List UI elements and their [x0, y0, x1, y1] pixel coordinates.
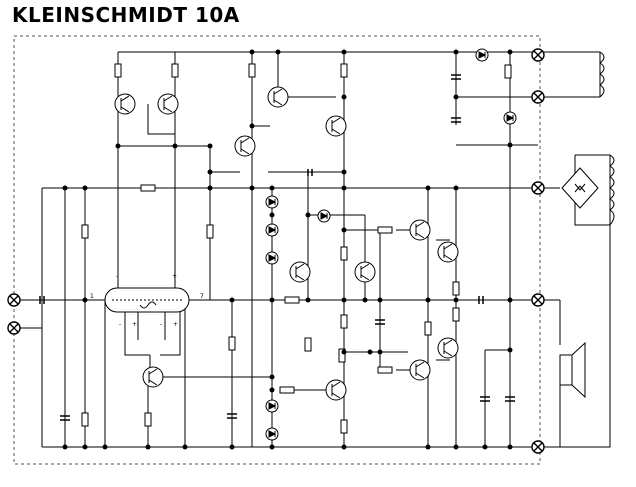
- capacitor: [480, 396, 490, 402]
- tube-pin-label: -: [160, 321, 162, 328]
- tube-pin-label: +: [132, 321, 137, 328]
- diodes: [265, 48, 517, 441]
- transistors: [114, 86, 459, 401]
- wiring: [14, 51, 611, 448]
- diode: [503, 111, 517, 125]
- transistor: [409, 359, 431, 381]
- transistor: [267, 86, 289, 108]
- resistor: [340, 314, 348, 329]
- junction-dots: [62, 49, 513, 450]
- speaker-icon: [559, 341, 586, 399]
- terminals: [7, 48, 545, 454]
- tube-pin-label: -: [119, 321, 121, 328]
- dual-triode-tube: [104, 287, 190, 313]
- resistor: [114, 63, 122, 78]
- capacitors: [39, 74, 515, 421]
- transistor: [114, 93, 136, 115]
- resistor: [504, 64, 512, 79]
- diode: [265, 427, 279, 441]
- transistor: [289, 261, 311, 283]
- capacitor: [39, 296, 45, 304]
- transformer-winding: [599, 51, 615, 226]
- resistor: [284, 296, 300, 304]
- terminal-icon: [531, 181, 545, 195]
- capacitor: [375, 319, 385, 325]
- resistor: [452, 281, 460, 296]
- resistor: [81, 412, 89, 427]
- transistor: [142, 366, 164, 388]
- transistor: [437, 241, 459, 263]
- board-outline: [13, 35, 541, 465]
- resistor: [279, 386, 295, 394]
- resistor: [338, 348, 346, 363]
- tube-pin-label: 1: [90, 293, 94, 300]
- schematic-title: KLEINSCHMIDT 10A: [12, 3, 240, 27]
- resistor: [452, 307, 460, 322]
- resistor: [144, 412, 152, 427]
- transistor: [325, 379, 347, 401]
- capacitor: [451, 117, 461, 123]
- diode: [265, 399, 279, 413]
- terminal-icon: [531, 90, 545, 104]
- terminal-icon: [531, 440, 545, 454]
- resistor: [304, 337, 312, 352]
- resistor: [340, 63, 348, 78]
- diode: [475, 48, 489, 62]
- resistor: [377, 226, 393, 234]
- resistor: [340, 246, 348, 261]
- capacitor: [505, 396, 515, 402]
- capacitor: [227, 413, 237, 419]
- capacitor: [60, 415, 70, 421]
- capacitor: [478, 296, 484, 304]
- tube-pin-labels: - + 1 7 - + - +: [90, 273, 204, 328]
- resistor: [424, 321, 432, 336]
- terminal-icon: [531, 293, 545, 307]
- transistor: [325, 115, 347, 137]
- resistors: [81, 63, 512, 434]
- resistor: [140, 184, 156, 192]
- resistor: [206, 224, 214, 239]
- transistor: [157, 93, 179, 115]
- diode: [265, 223, 279, 237]
- terminal-icon: [7, 321, 21, 335]
- transistor: [354, 261, 376, 283]
- transistor: [409, 219, 431, 241]
- diode: [265, 251, 279, 265]
- diode: [317, 209, 331, 223]
- resistor: [340, 419, 348, 434]
- transistor: [234, 135, 256, 157]
- resistor: [228, 336, 236, 351]
- bridge-rectifier: [561, 167, 599, 209]
- capacitor: [451, 74, 461, 80]
- tube-pin-label: -: [116, 273, 118, 280]
- transistor: [437, 337, 459, 359]
- terminal-icon: [531, 48, 545, 62]
- terminal-icon: [7, 293, 21, 307]
- resistor: [377, 366, 393, 374]
- resistor: [171, 63, 179, 78]
- tube-pin-label: +: [172, 273, 177, 280]
- tube-pin-label: 7: [200, 293, 204, 300]
- diode: [265, 195, 279, 209]
- resistor: [81, 224, 89, 239]
- tube-pin-label: +: [173, 321, 178, 328]
- capacitor: [307, 169, 313, 176]
- resistor: [248, 63, 256, 78]
